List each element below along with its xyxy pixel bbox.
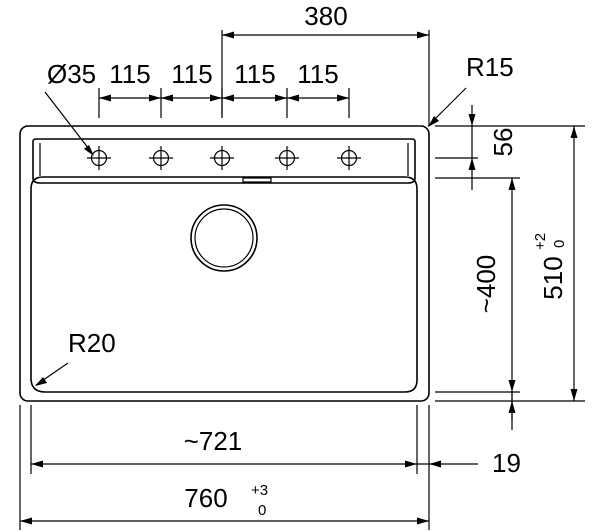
label-ledge-depth: 56 — [488, 128, 518, 157]
label-spacing-3: 115 — [234, 59, 275, 89]
leader-hole-diameter — [44, 91, 93, 154]
label-bowl-width: ~721 — [184, 426, 243, 456]
label-rim-offset: 19 — [492, 448, 521, 478]
label-overall-width: 760 — [184, 483, 227, 513]
drain-outer — [190, 204, 258, 272]
label-spacing-1: 115 — [109, 59, 150, 89]
label-overall-width-tol-upper: +3 — [251, 482, 268, 499]
label-hole-diameter: Ø35 — [47, 59, 96, 89]
label-width-top: 380 — [304, 1, 347, 31]
drain-inner — [194, 208, 254, 268]
label-overall-depth: 510 — [538, 256, 568, 299]
tap-ledge — [32, 138, 416, 184]
label-overall-width-tol-lower: 0 — [258, 502, 266, 519]
tap-hole-2 — [149, 146, 173, 170]
label-bowl-depth: ~400 — [471, 255, 501, 314]
label-spacing-4: 115 — [297, 59, 338, 89]
label-corner-inner: R20 — [68, 328, 116, 358]
sink-outer-rim — [19, 125, 430, 402]
label-corner-outer: R15 — [466, 52, 514, 82]
label-overall-depth-tol-upper: +2 — [532, 233, 549, 250]
tap-holes — [87, 146, 361, 170]
tap-hole-5 — [337, 146, 361, 170]
overflow-slot — [242, 177, 272, 183]
tap-hole-3 — [210, 146, 234, 170]
label-spacing-2: 115 — [171, 59, 212, 89]
tap-hole-4 — [275, 146, 299, 170]
sink-bowl — [30, 176, 418, 393]
label-overall-depth-tol-lower: 0 — [551, 240, 568, 248]
tap-hole-1 — [87, 146, 111, 170]
